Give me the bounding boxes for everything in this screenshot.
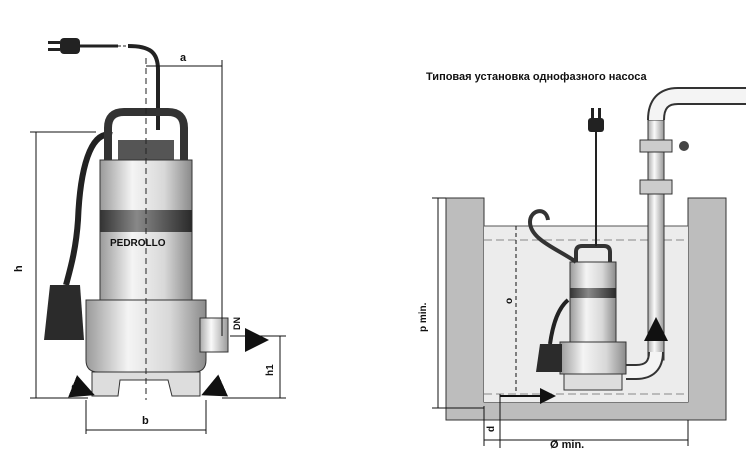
valve-handle-icon [679,141,689,151]
installed-pump-body [559,341,627,375]
dim-h1-label: h1 [265,364,276,376]
installation-diagram: Типовая установка однофазного насоса [418,71,746,451]
dim-b-label: b [142,415,149,427]
power-cable [127,44,160,130]
installation-float [536,344,562,372]
float-switch [44,285,84,340]
dim-a-label: a [180,52,187,64]
dim-d-label: d [486,426,497,432]
outlet-pipe [199,317,229,353]
left-pump: PEDROLLO a h b DN h1 [13,38,286,434]
pump-feet [91,371,201,397]
check-valve [639,139,673,153]
inlet-arrow-right [201,374,229,397]
installation-title: Типовая установка однофазного насоса [426,71,647,83]
brand-label: PEDROLLO [110,238,166,249]
inlet-arrow-left [68,375,95,398]
dim-diam-label: Ø min. [550,439,584,451]
gate-valve [639,179,673,195]
dim-o-label: o [504,298,515,304]
float-cable [63,131,113,286]
dim-dn-label: DN [232,317,242,330]
dim-pmin-label: p min. [418,302,429,332]
installation-plug-icon [588,108,604,132]
dim-h-label: h [13,265,25,272]
installed-pump-motor [569,261,617,343]
plug-icon [48,38,128,54]
